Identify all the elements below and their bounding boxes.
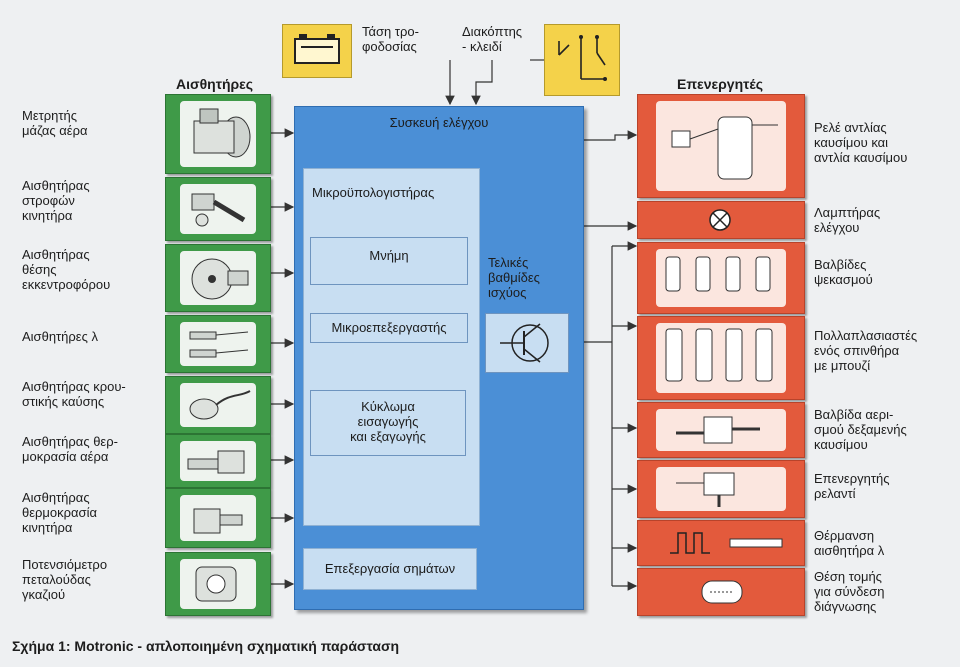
supply-voltage-label: Τάση τρο- φοδοσίας bbox=[362, 24, 419, 54]
microprocessor-box: Μικροεπεξεργαστής bbox=[310, 313, 468, 343]
lambda-sensors-box bbox=[165, 315, 271, 373]
io-circuit-box: Κύκλωμα εισαγωγής και εξαγωγής bbox=[310, 390, 466, 456]
microcomputer-box: Μικροϋπολογιστήρας bbox=[303, 168, 480, 526]
memory-box: Μνήμη bbox=[310, 237, 468, 285]
injection-valves-box bbox=[637, 242, 805, 314]
camshaft-sensor-icon bbox=[180, 251, 256, 305]
power-stage-box bbox=[485, 313, 569, 373]
actuators-header: Επενεργητές bbox=[677, 76, 763, 92]
control-unit-label: Συσκευή ελέγχου bbox=[389, 115, 489, 130]
battery-box bbox=[282, 24, 352, 78]
idle-actuator-box bbox=[637, 460, 805, 518]
ignition-coils-box bbox=[637, 316, 805, 400]
transistor-icon bbox=[500, 323, 549, 363]
camshaft-sensor-box bbox=[165, 244, 271, 312]
signal-processing-box: Επεξεργασία σημάτων bbox=[303, 548, 477, 590]
air-mass-meter-box bbox=[165, 94, 271, 174]
signal-processing-label: Επεξεργασία σημάτων bbox=[324, 561, 456, 576]
sensors-header: Αισθητήρες bbox=[176, 76, 254, 92]
lambda-sensor-icon bbox=[180, 322, 256, 366]
fuel-pump-relay-box bbox=[637, 94, 805, 198]
throttle-potentiometer-box bbox=[165, 552, 271, 616]
sensor-label-air-temp: Αισθητήρας θερ-μοκρασία αέρα bbox=[22, 434, 118, 464]
battery-icon bbox=[294, 34, 340, 64]
air-mass-meter-icon bbox=[180, 101, 256, 167]
lamp-icon bbox=[709, 209, 731, 231]
vent-valve-icon bbox=[656, 409, 786, 451]
connector-icon bbox=[701, 580, 743, 604]
engine-temp-sensor-box bbox=[165, 488, 271, 548]
power-stages-label: Τελικές βαθμίδες ισχύος bbox=[488, 255, 540, 300]
microcomputer-label: Μικροϋπολογιστήρας bbox=[312, 185, 435, 200]
speed-sensor-icon bbox=[180, 184, 256, 234]
lambda-heater-box bbox=[637, 520, 805, 566]
air-temp-sensor-box bbox=[165, 434, 271, 488]
diagnosis-connector-box bbox=[637, 568, 805, 616]
throttle-potentiometer-icon bbox=[180, 559, 256, 609]
sensor-label-lambda: Αισθητήρες λ bbox=[22, 329, 98, 344]
sensor-label-knock: Αισθητήρας κρου-στικής καύσης bbox=[22, 379, 126, 409]
air-temp-sensor-icon bbox=[180, 441, 256, 481]
engine-speed-sensor-box bbox=[165, 177, 271, 241]
idle-actuator-icon bbox=[656, 467, 786, 511]
tank-vent-valve-box bbox=[637, 402, 805, 458]
key-switch-box bbox=[544, 24, 620, 96]
lambda-heater-icon bbox=[670, 532, 783, 554]
figure-caption: Σχήμα 1: Motronic - απλοποιημένη σχηματι… bbox=[12, 638, 400, 654]
fuel-pump-icon bbox=[656, 101, 786, 191]
check-lamp-box bbox=[637, 201, 805, 239]
ignition-coil-icon bbox=[656, 323, 786, 393]
knock-sensor-box bbox=[165, 376, 271, 434]
knock-sensor-icon bbox=[180, 383, 256, 427]
switch-icon bbox=[558, 35, 607, 81]
memory-label: Μνήμη bbox=[369, 248, 409, 263]
injector-icon bbox=[656, 249, 786, 307]
engine-temp-sensor-icon bbox=[180, 495, 256, 541]
microprocessor-label: Μικροεπεξεργαστής bbox=[331, 320, 447, 335]
key-switch-label: Διακόπτης - κλειδί bbox=[462, 24, 523, 54]
